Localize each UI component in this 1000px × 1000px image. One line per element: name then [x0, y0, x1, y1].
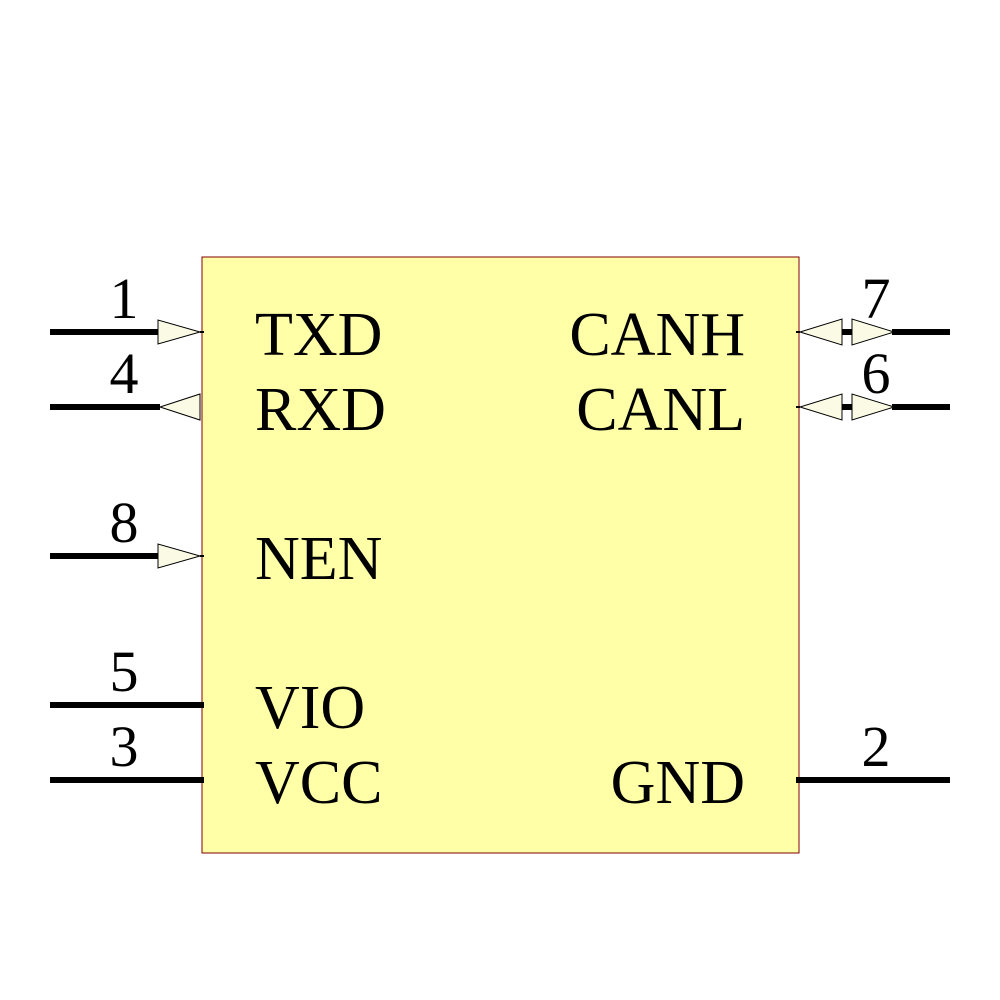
pin-txd-input-arrow-icon	[157, 319, 202, 345]
pin-gnd-label: GND	[611, 749, 745, 817]
component-body	[201, 256, 800, 854]
pin-rxd-label: RXD	[255, 376, 386, 444]
pin-vcc-label: VCC	[255, 749, 382, 817]
pin-canl-outward-arrow-icon	[851, 393, 896, 421]
pin-canh: 7 CANH	[569, 266, 950, 369]
pin-canl: 6 CANL	[576, 341, 950, 444]
pin-canh-label: CANH	[569, 301, 745, 369]
pin-rxd: 4 RXD	[50, 341, 386, 444]
pin-canl-label: CANL	[576, 376, 745, 444]
pin-vcc: 3 VCC	[50, 714, 382, 817]
pin-canl-number: 6	[862, 341, 891, 406]
pin-vio-number: 5	[110, 639, 139, 704]
pin-nen: 8 NEN	[50, 490, 382, 593]
pin-txd-label: TXD	[255, 301, 382, 369]
pin-canl-inward-arrow-icon	[798, 393, 843, 421]
pin-txd: 1 TXD	[50, 266, 382, 369]
pin-canh-number: 7	[862, 266, 891, 331]
pin-nen-label: NEN	[255, 525, 382, 593]
pin-nen-number: 8	[110, 490, 139, 555]
pin-gnd-number: 2	[862, 714, 891, 779]
pin-canh-inward-arrow-icon	[798, 318, 843, 346]
pin-rxd-output-arrow-icon	[158, 393, 201, 421]
pin-canh-outward-arrow-icon	[851, 318, 896, 346]
pin-vcc-number: 3	[110, 714, 139, 779]
pin-rxd-number: 4	[110, 341, 139, 406]
pin-gnd: 2 GND	[611, 714, 950, 817]
pin-vio-label: VIO	[255, 674, 365, 742]
pin-vio: 5 VIO	[50, 639, 365, 742]
pin-nen-input-arrow-icon	[157, 543, 202, 569]
pin-txd-number: 1	[110, 266, 139, 331]
